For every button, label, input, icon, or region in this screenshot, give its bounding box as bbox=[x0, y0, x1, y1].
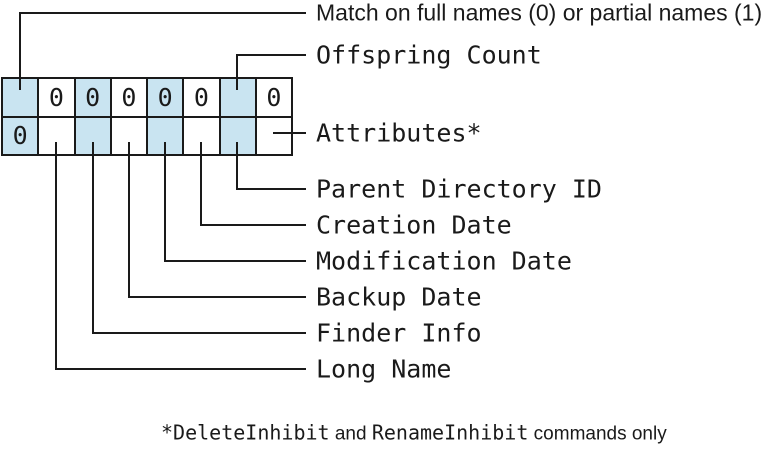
connector-creation-date-horizontal bbox=[200, 224, 306, 226]
label-parent-directory-id: Parent Directory ID bbox=[316, 174, 602, 204]
bit-cell: 0 bbox=[75, 79, 110, 116]
bit-cell: 0 bbox=[256, 79, 291, 116]
label-creation-date: Creation Date bbox=[316, 210, 512, 240]
bit-cell: 0 bbox=[184, 79, 219, 116]
footnote-segment: commands only bbox=[528, 423, 667, 445]
connector-match-vertical bbox=[19, 12, 21, 90]
footnote: *DeleteInhibit and RenameInhibit command… bbox=[161, 421, 667, 446]
label-offspring-count: Offspring Count bbox=[316, 40, 542, 70]
footnote-segment: and bbox=[329, 423, 372, 445]
connector-creation-date-vertical bbox=[200, 142, 202, 226]
connector-finder-info-vertical bbox=[92, 142, 94, 334]
connector-finder-info-horizontal bbox=[92, 332, 306, 334]
bit-cell: 0 bbox=[111, 79, 146, 116]
footnote-segment: RenameInhibit bbox=[371, 420, 529, 445]
connector-parent-directory-horizontal bbox=[236, 188, 306, 190]
footnote-segment: *DeleteInhibit bbox=[161, 420, 330, 445]
connector-backup-date-horizontal bbox=[128, 296, 306, 298]
bit-cell: 0 bbox=[148, 79, 183, 116]
connector-backup-date-vertical bbox=[128, 142, 130, 298]
connector-parent-directory-vertical bbox=[236, 142, 238, 190]
connector-long-name-vertical bbox=[55, 142, 57, 370]
connector-modification-date-horizontal bbox=[164, 260, 306, 262]
bit-cell: 0 bbox=[3, 117, 38, 154]
connector-long-name-horizontal bbox=[55, 368, 306, 370]
bit-cell bbox=[256, 117, 291, 154]
bit-cell: 0 bbox=[39, 79, 74, 116]
connector-match-horizontal bbox=[19, 12, 306, 14]
label-modification-date: Modification Date bbox=[316, 246, 572, 276]
connector-attributes-horizontal bbox=[273, 132, 306, 134]
connector-offspring-vertical bbox=[236, 54, 238, 90]
label-match-mode: Match on full names (0) or partial names… bbox=[316, 0, 763, 26]
connector-offspring-horizontal bbox=[236, 54, 306, 56]
label-long-name: Long Name bbox=[316, 354, 452, 384]
connector-modification-date-vertical bbox=[164, 142, 166, 262]
label-backup-date: Backup Date bbox=[316, 282, 482, 312]
label-finder-info: Finder Info bbox=[316, 318, 482, 348]
label-attributes: Attributes* bbox=[316, 118, 482, 148]
